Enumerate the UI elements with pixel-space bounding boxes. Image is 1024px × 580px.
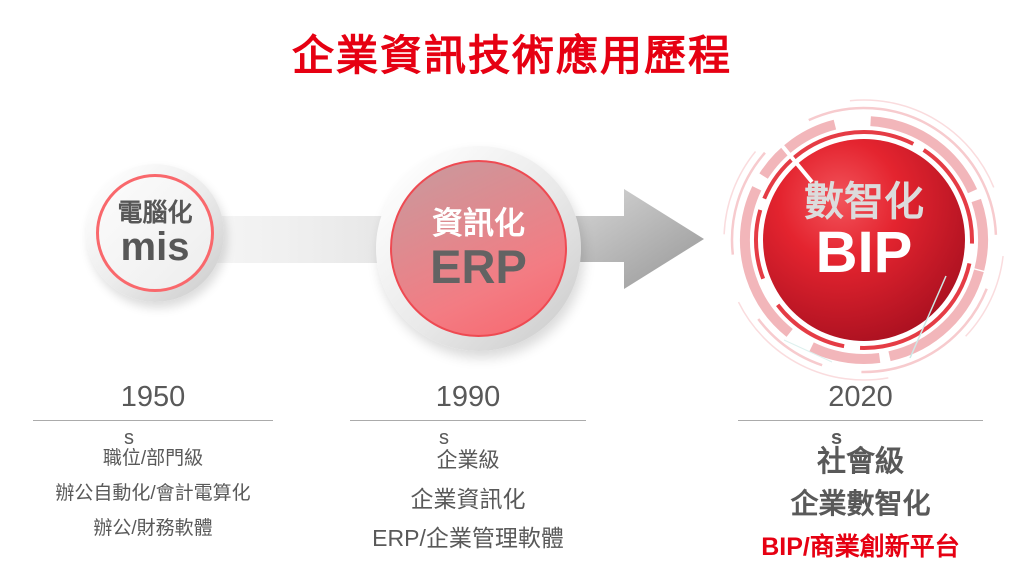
stage-circle-mis-ring: 電腦化 mis	[96, 174, 214, 292]
divider-line	[738, 420, 983, 421]
stage-mis-abbr: mis	[120, 225, 190, 270]
list-item: 社會級	[816, 446, 904, 478]
year-label: 1990	[435, 381, 501, 413]
timeline-column-1990: 1990 s 企業級 企業資訊化 ERP/企業管理軟體	[350, 383, 586, 558]
year-suffix: s	[124, 427, 134, 449]
stage-circle-bip	[723, 99, 1005, 381]
connector-band	[213, 216, 383, 263]
divider-line	[350, 420, 586, 421]
stage-erp-abbr: ERP	[430, 240, 527, 294]
stage-erp-name: 資訊化	[432, 206, 525, 242]
list-item: 企業數智化	[790, 488, 931, 519]
year-label: 2020	[828, 381, 893, 413]
stage-bip-abbr: BIP	[815, 220, 913, 285]
list-item-highlight: BIP/商業創新平台	[761, 533, 960, 561]
stage-circle-erp: 資訊化 ERP	[376, 146, 581, 351]
bip-main-circle	[763, 139, 965, 341]
stage-circle-erp-inner: 資訊化 ERP	[390, 160, 567, 337]
stage-mis-name: 電腦化	[117, 198, 193, 227]
stage-circle-mis: 電腦化 mis	[86, 164, 224, 302]
year-label: 1950	[120, 381, 186, 413]
list-item: 企業資訊化	[410, 486, 526, 512]
year-suffix: s	[439, 427, 449, 449]
timeline-column-2020: 2020 s 社會級 企業數智化 BIP/商業創新平台	[738, 383, 983, 569]
list-item: 辦公自動化/會計電算化	[55, 483, 251, 504]
list-item: 職位/部門級	[102, 448, 204, 469]
list-item: 企業級	[436, 449, 500, 472]
stage-bip-label: 數智化 BIP	[714, 81, 1014, 381]
list-item: ERP/企業管理軟體	[372, 525, 564, 551]
right-arrow-icon	[557, 189, 704, 289]
page-title: 企業資訊技術應用歷程	[291, 32, 732, 79]
divider-line	[33, 420, 273, 421]
timeline-column-1950: 1950 s 職位/部門級 辦公自動化/會計電算化 辦公/財務軟體	[33, 383, 273, 546]
stage-bip-name: 數智化	[804, 180, 924, 224]
list-item: 辦公/財務軟體	[93, 518, 213, 539]
year-suffix: s	[830, 427, 843, 449]
